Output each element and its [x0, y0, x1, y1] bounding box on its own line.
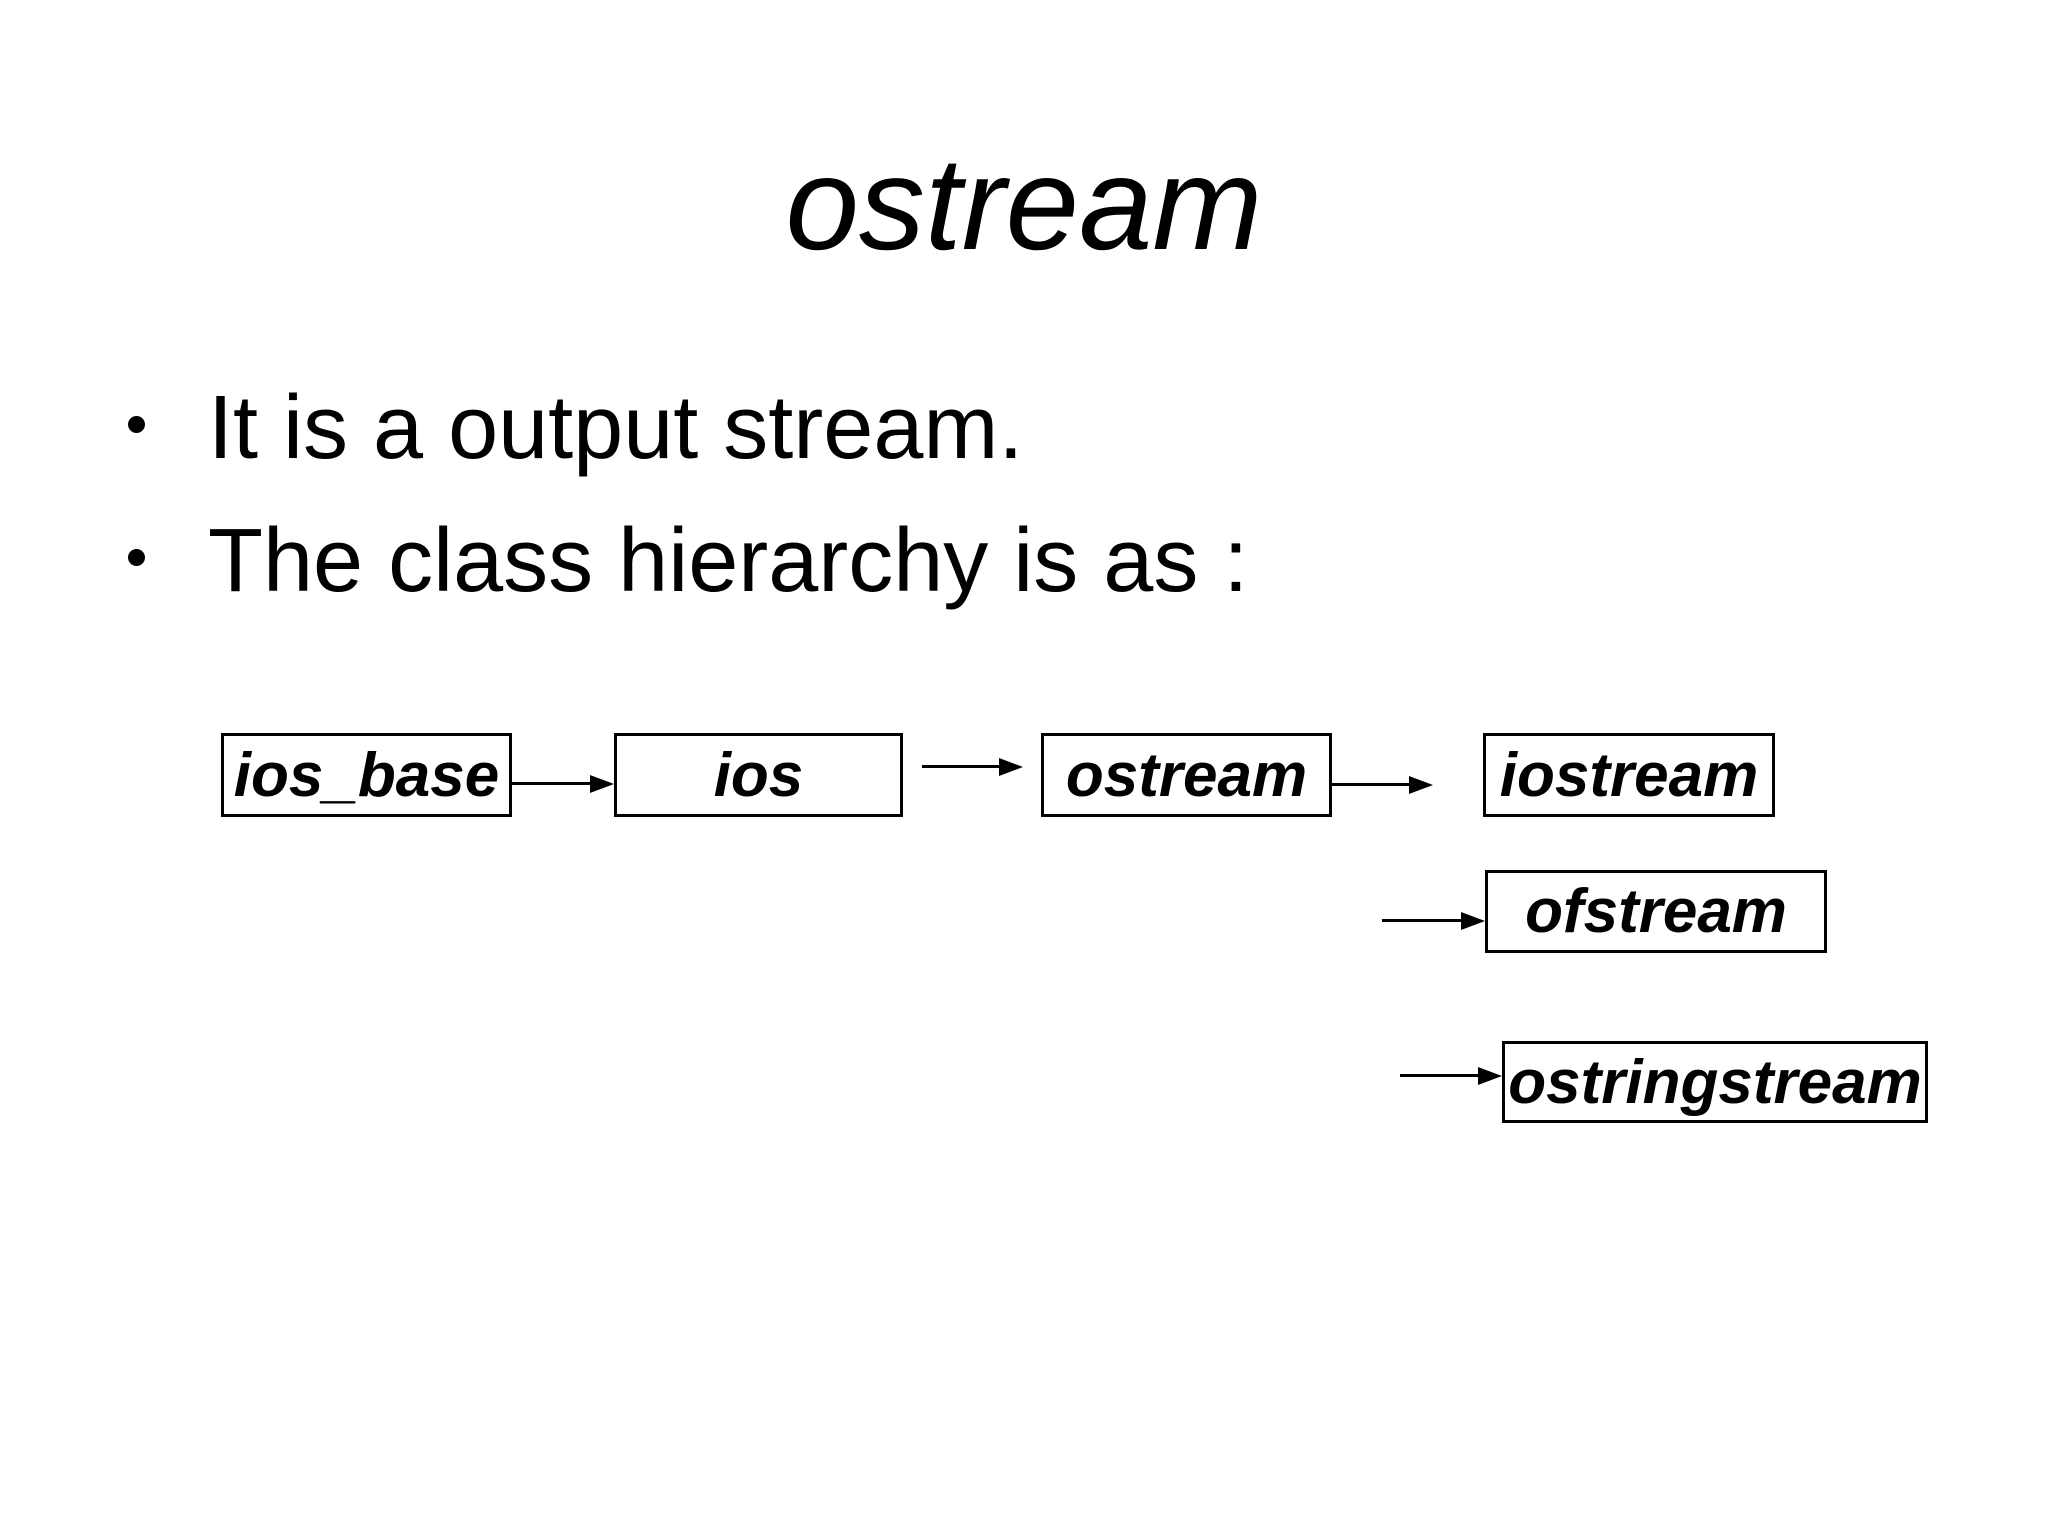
class-box-ios-base: ios_base [221, 733, 512, 817]
bullet-text: It is a output stream. [208, 378, 1024, 478]
class-box-ostream: ostream [1041, 733, 1332, 817]
arrow-shaft [922, 765, 1003, 768]
bullet-icon [128, 416, 145, 433]
arrow-shaft [512, 782, 594, 785]
arrowhead-icon [590, 775, 614, 793]
arrow-icon-ios-to-ostream [922, 758, 1023, 776]
bullet-text: The class hierarchy is as : [208, 511, 1249, 611]
arrow-shaft [1382, 919, 1465, 922]
arrowhead-icon [1461, 912, 1485, 930]
arrow-shaft [1332, 783, 1413, 786]
arrow-icon-ios-base-to-ios [512, 775, 614, 793]
class-box-iostream: iostream [1483, 733, 1775, 817]
arrowhead-icon [1478, 1067, 1502, 1085]
arrow-icon-to-ofstream [1382, 912, 1485, 930]
class-box-ios: ios [614, 733, 903, 817]
page-title: ostream [785, 130, 1263, 277]
class-box-label: ofstream [1525, 877, 1787, 946]
arrow-shaft [1400, 1074, 1482, 1077]
class-box-label: ios_base [233, 740, 500, 810]
arrowhead-icon [1409, 776, 1433, 794]
list-item: It is a output stream. [128, 362, 1248, 495]
bullet-icon [128, 549, 145, 566]
class-box-label: ostream [1065, 740, 1308, 810]
arrow-icon-ostream-to-iostream [1332, 776, 1433, 794]
bullet-list: It is a output stream. The class hierarc… [128, 362, 1248, 628]
class-box-label: ostringstream [1508, 1047, 1922, 1117]
list-item: The class hierarchy is as : [128, 495, 1248, 628]
class-box-ofstream: ofstream [1485, 870, 1827, 953]
arrowhead-icon [999, 758, 1023, 776]
class-box-label: ios [713, 740, 804, 810]
class-box-ostringstream: ostringstream [1502, 1041, 1928, 1123]
class-box-label: iostream [1499, 740, 1759, 810]
arrow-icon-to-ostringstream [1400, 1067, 1502, 1085]
